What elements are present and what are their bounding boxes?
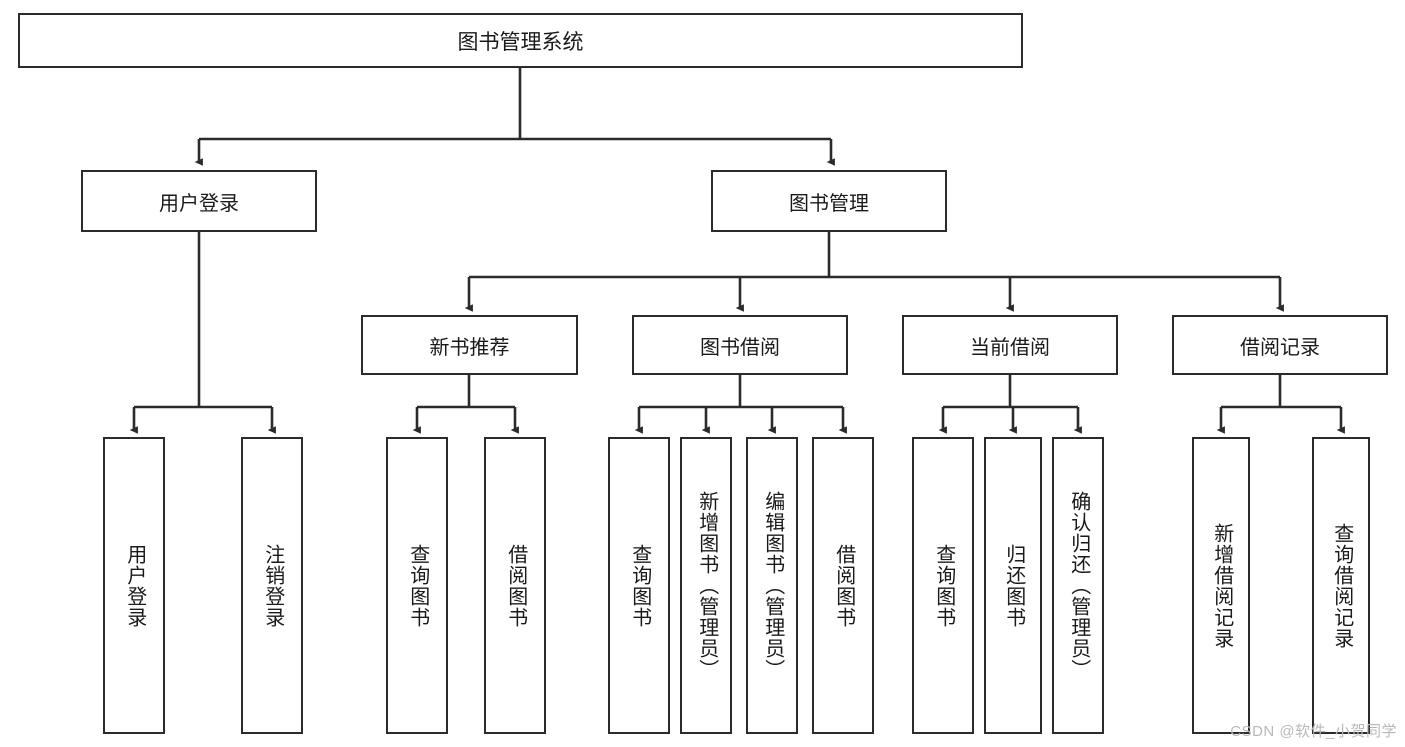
- leaf-add-book-admin[interactable]: 新增图书（管理员）: [680, 437, 732, 734]
- leaf-label: 新增图书（管理员）: [695, 491, 718, 680]
- leaf-return-book[interactable]: 归还图书: [984, 437, 1042, 734]
- leaf-query-borrowing-record[interactable]: 查询借阅记录: [1312, 437, 1370, 734]
- leaf-label: 借阅图书: [832, 543, 855, 628]
- leaf-query-book-recommendation[interactable]: 查询图书: [386, 437, 448, 734]
- node-user-login[interactable]: 用户登录: [81, 170, 317, 232]
- leaf-label: 查询借阅记录: [1330, 522, 1353, 649]
- leaf-label: 查询图书: [406, 543, 429, 628]
- leaf-label: 借阅图书: [504, 543, 527, 628]
- leaf-user-login[interactable]: 用户登录: [103, 437, 165, 734]
- leaf-query-book-current[interactable]: 查询图书: [912, 437, 974, 734]
- node-label: 图书管理系统: [457, 30, 584, 54]
- node-label: 用户登录: [159, 192, 239, 215]
- leaf-label: 确认归还（管理员）: [1067, 491, 1090, 680]
- node-label: 图书借阅: [700, 336, 780, 359]
- leaf-label: 新增借阅记录: [1210, 522, 1233, 649]
- node-current-borrowing[interactable]: 当前借阅: [902, 315, 1118, 375]
- leaf-label: 查询图书: [628, 543, 651, 628]
- leaf-borrow-book[interactable]: 借阅图书: [812, 437, 874, 734]
- csdn-watermark: CSDN @软件_小贺同学: [1230, 723, 1397, 740]
- leaf-query-book-borrowing[interactable]: 查询图书: [608, 437, 670, 734]
- leaf-label: 用户登录: [123, 543, 146, 628]
- leaf-add-borrowing-record[interactable]: 新增借阅记录: [1192, 437, 1250, 734]
- node-borrowing-record[interactable]: 借阅记录: [1172, 315, 1388, 375]
- node-book-management[interactable]: 图书管理: [711, 170, 947, 232]
- leaf-label: 编辑图书（管理员）: [761, 491, 784, 680]
- leaf-borrow-book-recommendation[interactable]: 借阅图书: [484, 437, 546, 734]
- leaf-label: 归还图书: [1002, 543, 1025, 628]
- leaf-confirm-return-admin[interactable]: 确认归还（管理员）: [1052, 437, 1104, 734]
- node-root-book-management-system[interactable]: 图书管理系统: [18, 13, 1023, 68]
- node-label: 新书推荐: [429, 336, 510, 359]
- node-label: 借阅记录: [1240, 336, 1320, 359]
- leaf-user-logout[interactable]: 注销登录: [241, 437, 303, 734]
- node-label: 图书管理: [789, 192, 869, 215]
- node-book-borrowing[interactable]: 图书借阅: [632, 315, 848, 375]
- leaf-edit-book-admin[interactable]: 编辑图书（管理员）: [746, 437, 798, 734]
- leaf-label: 查询图书: [932, 543, 955, 628]
- node-new-book-recommendation[interactable]: 新书推荐: [361, 315, 578, 375]
- leaf-label: 注销登录: [261, 543, 284, 628]
- node-label: 当前借阅: [970, 336, 1050, 359]
